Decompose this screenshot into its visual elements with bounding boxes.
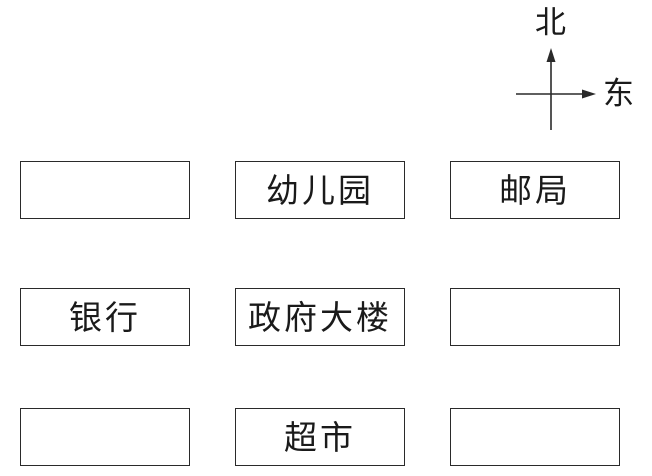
cell-label: 政府大楼 (248, 297, 392, 337)
compass-east-arrowhead (582, 89, 596, 99)
cell-row3-west (20, 408, 190, 466)
cell-row2-east (450, 288, 620, 346)
compass-north-arrowhead (546, 48, 556, 62)
cell-supermarket: 超市 (235, 408, 405, 466)
cell-label: 幼儿园 (266, 170, 374, 210)
cell-government-building: 政府大楼 (235, 288, 405, 346)
cell-row1-west (20, 161, 190, 219)
cell-post-office: 邮局 (450, 161, 620, 219)
compass-east-label: 东 (603, 76, 634, 112)
compass-north-label: 北 (535, 5, 566, 41)
cell-label: 超市 (284, 417, 356, 457)
cell-kindergarten: 幼儿园 (235, 161, 405, 219)
cell-label: 邮局 (499, 170, 571, 210)
cell-row3-east (450, 408, 620, 466)
cell-label: 银行 (69, 297, 141, 337)
cell-bank: 银行 (20, 288, 190, 346)
